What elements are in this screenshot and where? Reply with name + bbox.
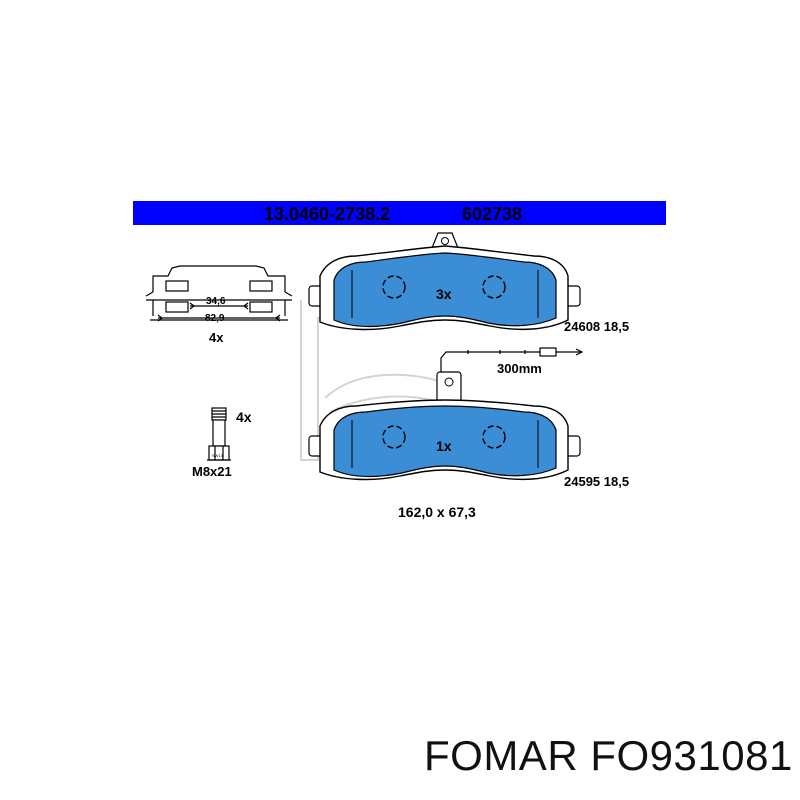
overall-dimensions: 162,0 x 67,3 (398, 504, 476, 520)
clip-outer-dimension: 82,9 (205, 313, 225, 324)
top-pad-quantity: 3x (436, 286, 452, 302)
top-brake-pad (308, 232, 581, 331)
bolt-head-mark: SW13 (212, 453, 224, 458)
bottom-pad-friction-material (333, 405, 557, 478)
bottom-pad-quantity: 1x (436, 438, 452, 454)
wear-sensor-length: 300mm (497, 361, 542, 376)
top-pad-friction-material (333, 252, 557, 328)
reference-number: 602738 (462, 204, 522, 224)
clip-quantity: 4x (209, 330, 224, 345)
clip-inner-dimension: 34,6 (206, 296, 226, 307)
brand-part-label: FOMAR FO931081 (424, 732, 793, 779)
bolt-size: M8x21 (192, 464, 232, 479)
spring-clip-drawing (145, 265, 293, 322)
bottom-pad-code: 24595 18,5 (564, 474, 629, 489)
bottom-brake-pad (308, 371, 581, 481)
guide-bolt-drawing (207, 407, 231, 461)
top-pad-code: 24608 18,5 (564, 319, 629, 334)
header-bar (133, 201, 666, 225)
bolt-quantity: 4x (236, 409, 252, 425)
wear-sensor-wire (440, 347, 584, 372)
part-number: 13.0460-2738.2 (264, 204, 390, 224)
